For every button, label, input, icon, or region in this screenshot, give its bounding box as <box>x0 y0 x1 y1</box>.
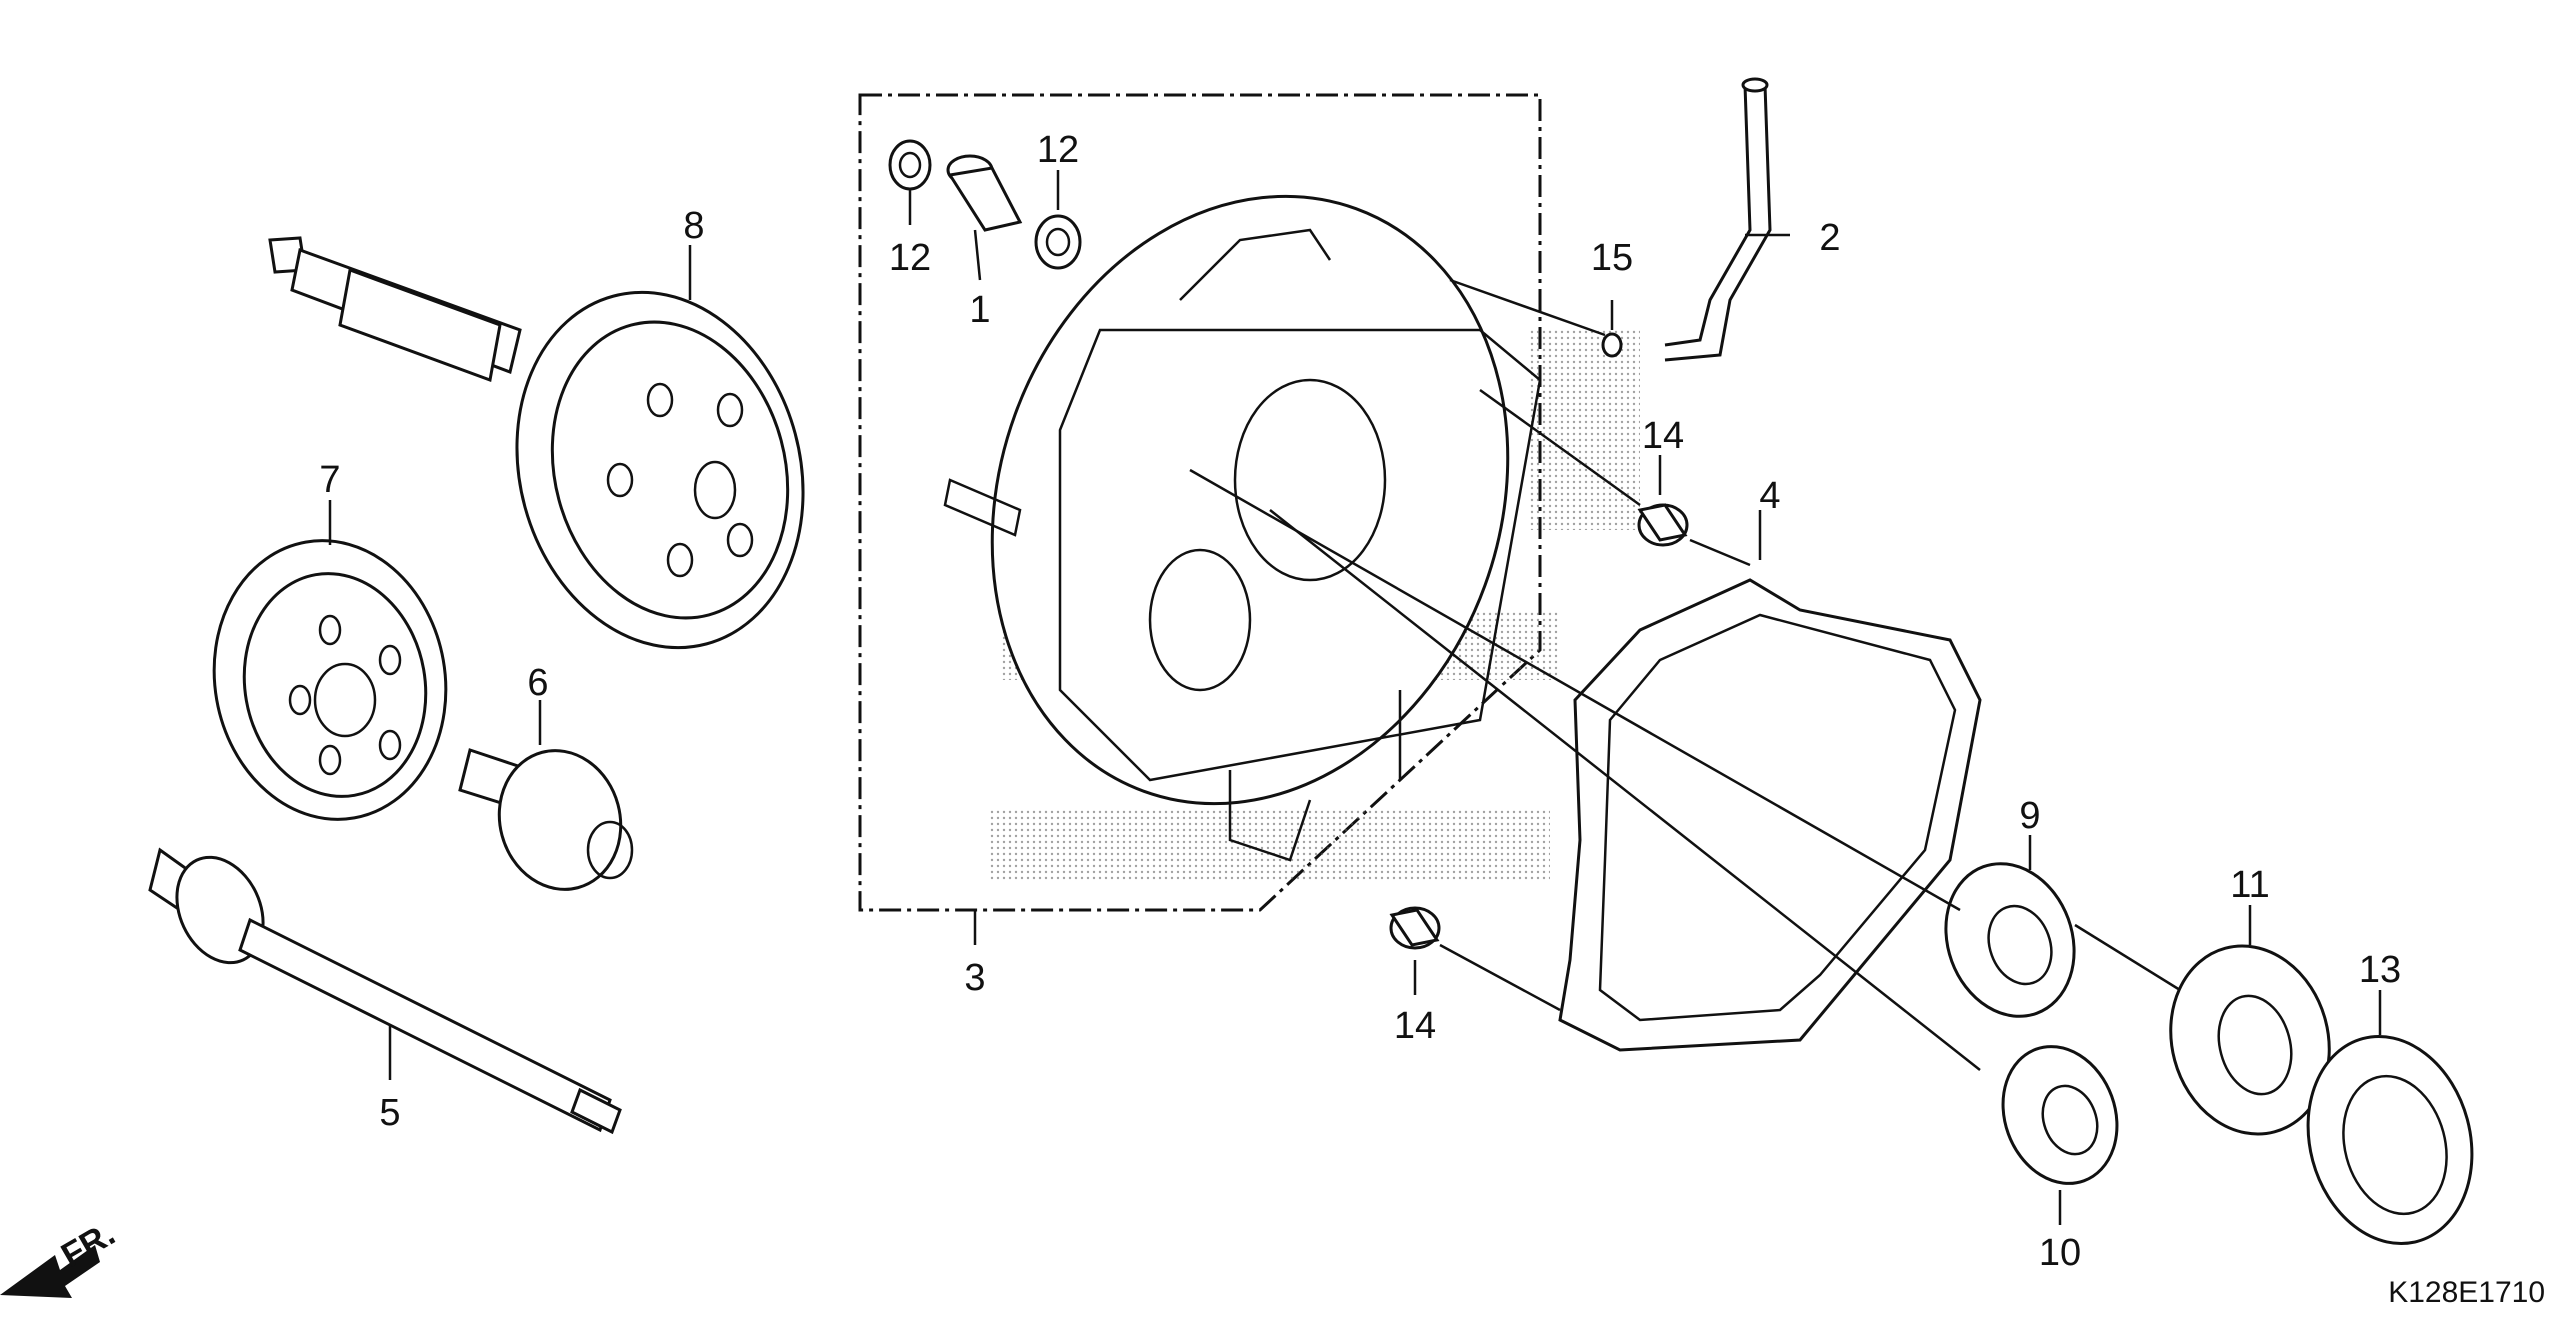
callout-14-upper: 14 <box>1642 415 1684 457</box>
leader-lines <box>328 170 2382 1225</box>
breather-tube <box>1664 77 1772 362</box>
callout-13: 13 <box>2359 949 2401 991</box>
drive-shaft <box>148 847 622 1135</box>
callout-6: 6 <box>527 662 548 704</box>
oil-seal-11 <box>2169 944 2331 1136</box>
callout-15: 15 <box>1591 237 1633 279</box>
oil-seal-right <box>1034 214 1082 270</box>
bearing-9 <box>1944 862 2076 1018</box>
callout-3: 3 <box>964 957 985 999</box>
dowel-upper <box>1637 503 1689 547</box>
callout-9: 9 <box>2019 795 2040 837</box>
tube-clip <box>1601 332 1623 358</box>
callout-12-left: 12 <box>889 237 931 279</box>
callout-7: 7 <box>319 459 340 501</box>
callout-8: 8 <box>683 205 704 247</box>
oil-seal-left <box>888 139 932 191</box>
callout-10: 10 <box>2039 1232 2081 1274</box>
callout-11: 11 <box>2230 864 2269 906</box>
dowel-pin <box>946 154 1023 232</box>
counter-gear <box>212 539 448 821</box>
front-direction-arrow: FR. <box>0 1215 121 1298</box>
transmission-case <box>943 194 1542 862</box>
case-gasket <box>1558 578 1982 1052</box>
callout-2: 2 <box>1819 217 1840 259</box>
callout-1: 1 <box>969 289 990 331</box>
front-direction-label: FR. <box>55 1215 121 1275</box>
callout-12-right: 12 <box>1037 129 1079 171</box>
callout-5: 5 <box>379 1092 400 1134</box>
counter-shaft-pinion <box>458 748 634 891</box>
callout-14-lower: 14 <box>1394 1005 1436 1047</box>
dowel-lower <box>1389 906 1441 950</box>
final-shaft-gear <box>268 236 805 650</box>
diagram-code: K128E1710 <box>2388 1276 2545 1309</box>
oil-seal-13 <box>2306 1034 2474 1246</box>
bearing-10 <box>2001 1045 2119 1185</box>
callout-4: 4 <box>1759 475 1780 517</box>
